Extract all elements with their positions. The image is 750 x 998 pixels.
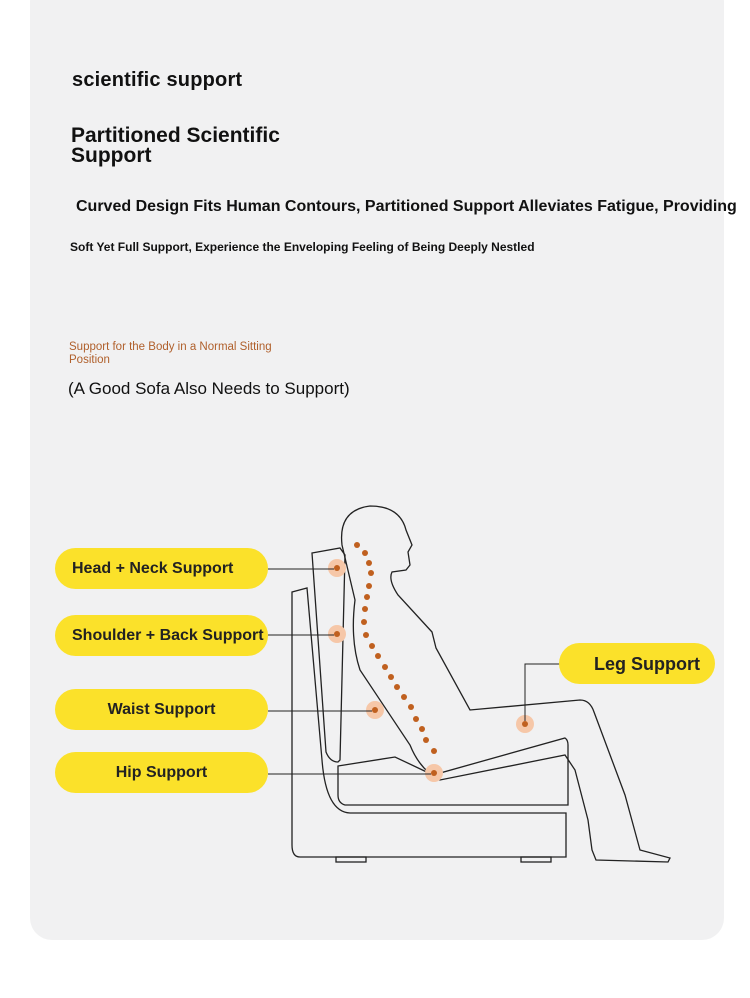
page-title: Partitioned Scientific Support (71, 124, 280, 167)
sofa-back-cushion (311, 547, 346, 763)
hip-support-label: Hip Support (55, 752, 268, 793)
sofa-foot (335, 856, 367, 863)
tagline: scientific support (72, 69, 243, 91)
sofa-frame (291, 587, 567, 858)
head-neck-support-label: Head + Neck Support (55, 548, 268, 589)
seated-person-outline (340, 505, 671, 863)
caption: Support for the Body in a Normal Sitting… (69, 341, 272, 366)
subtitle-line-2: Soft Yet Full Support, Experience the En… (70, 240, 535, 254)
hip-support-point (425, 764, 443, 782)
sofa-seat-cushion (337, 737, 569, 806)
shoulder-support-point (328, 625, 346, 643)
leg-leader-line (524, 663, 560, 721)
sofa-foot (520, 856, 552, 863)
leg-support-point (516, 715, 534, 733)
head-support-point (328, 559, 346, 577)
waist-support-label: Waist Support (55, 689, 268, 730)
leg-support-label: Leg Support (559, 643, 715, 684)
spine-dots (354, 542, 437, 754)
subtitle-line-1: Curved Design Fits Human Contours, Parti… (76, 198, 737, 215)
caption-sub: (A Good Sofa Also Needs to Support) (68, 379, 350, 398)
shoulder-back-support-label: Shoulder + Back Support (55, 615, 268, 656)
waist-support-point (366, 701, 384, 719)
